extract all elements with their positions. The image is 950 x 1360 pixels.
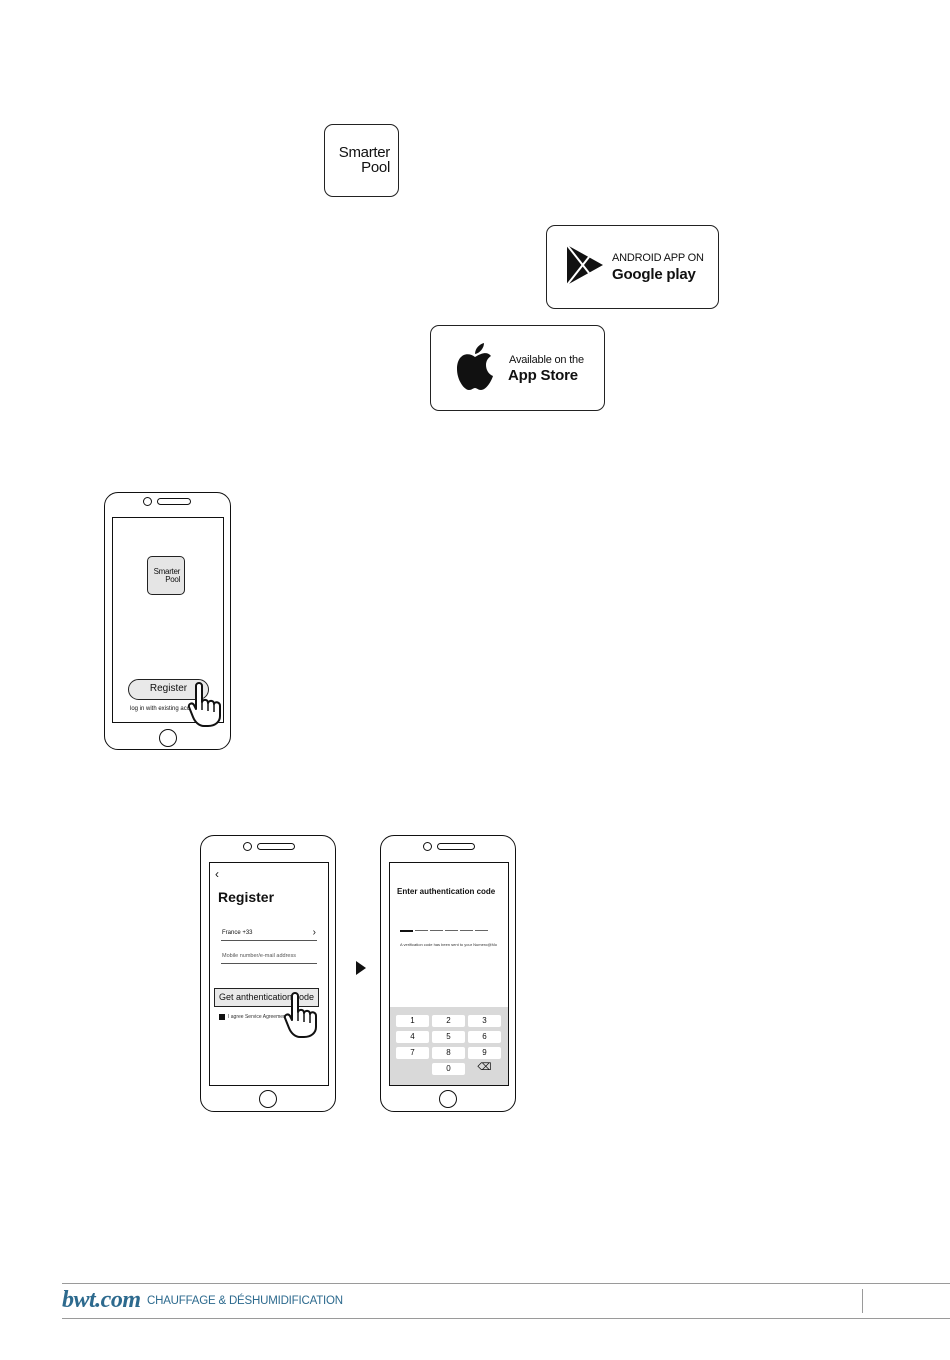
front-camera	[243, 842, 252, 851]
mobile-email-input[interactable]: Mobile number/e-mail address	[221, 951, 317, 964]
auth-title: Enter authentication code	[397, 887, 496, 896]
key-0[interactable]: 0	[432, 1063, 465, 1075]
code-slot	[460, 930, 473, 931]
home-button	[439, 1090, 457, 1108]
phone-register: ‹ Register France +33 › Mobile number/e-…	[200, 835, 336, 1112]
back-chevron-icon[interactable]: ‹	[215, 867, 219, 881]
key-6[interactable]: 6	[468, 1031, 501, 1043]
code-slot	[415, 930, 428, 931]
key-4[interactable]: 4	[396, 1031, 429, 1043]
phone-auth-code: Enter authentication code A verification…	[380, 835, 516, 1112]
agree-text: I agree Service Agreement and	[228, 1014, 297, 1020]
google-play-badge[interactable]: ANDROID APP ON Google play	[546, 225, 719, 309]
apple-badge-small-text: Available on the	[509, 354, 584, 366]
code-slot	[400, 930, 413, 932]
phone-welcome-screen: Smarter Pool Register log in with existi…	[112, 517, 224, 723]
code-slots[interactable]	[400, 930, 492, 933]
footer-bottom-rule	[62, 1318, 950, 1319]
front-camera	[143, 497, 152, 506]
google-badge-big-text: Google play	[612, 266, 696, 283]
mobile-email-placeholder: Mobile number/e-mail address	[222, 953, 296, 959]
apple-badge-big-text: App Store	[508, 367, 578, 384]
country-value: France +33	[222, 930, 253, 936]
speaker	[257, 843, 295, 850]
code-sent-text: A verification code has been sent to you…	[400, 942, 497, 947]
footer-top-rule	[62, 1283, 950, 1284]
key-1[interactable]: 1	[396, 1015, 429, 1027]
key-7[interactable]: 7	[396, 1047, 429, 1059]
footer-divider	[862, 1289, 863, 1313]
speaker	[157, 498, 191, 505]
key-5[interactable]: 5	[432, 1031, 465, 1043]
code-slot	[430, 930, 443, 931]
tap-hand-icon	[187, 682, 221, 727]
code-slot	[475, 930, 488, 931]
country-select[interactable]: France +33 ›	[221, 927, 317, 941]
brand-logo: bwt.com	[62, 1287, 141, 1313]
home-button	[159, 729, 177, 747]
key-3[interactable]: 3	[468, 1015, 501, 1027]
phone-register-screen: ‹ Register France +33 › Mobile number/e-…	[209, 862, 329, 1086]
home-button	[259, 1090, 277, 1108]
apple-icon	[457, 343, 493, 390]
chevron-right-icon: ›	[312, 927, 316, 938]
phone-auth-screen: Enter authentication code A verification…	[389, 862, 509, 1086]
app-tile-label: Smarter Pool	[338, 144, 391, 176]
app-store-badge[interactable]: Available on the App Store	[430, 325, 605, 411]
agree-checkbox[interactable]	[219, 1014, 225, 1020]
register-title: Register	[218, 889, 275, 905]
next-arrow-icon	[356, 961, 366, 975]
numeric-keypad: 1 2 3 4 5 6 7 8 9 0 ⌫	[390, 1007, 508, 1085]
app-tile-label: Smarter Pool	[153, 567, 181, 584]
smarter-pool-app-icon: Smarter Pool	[324, 124, 399, 197]
login-existing-link[interactable]: log in with existing acco	[130, 706, 194, 712]
register-button[interactable]: Register	[128, 679, 209, 700]
key-9[interactable]: 9	[468, 1047, 501, 1059]
key-2[interactable]: 2	[432, 1015, 465, 1027]
front-camera	[423, 842, 432, 851]
key-8[interactable]: 8	[432, 1047, 465, 1059]
footer-tagline: CHAUFFAGE & DÉSHUMIDIFICATION	[147, 1295, 343, 1307]
backspace-icon[interactable]: ⌫	[477, 1062, 492, 1073]
tap-hand-icon	[283, 992, 317, 1038]
code-slot	[445, 930, 458, 931]
google-play-icon	[566, 244, 603, 286]
phone-welcome: Smarter Pool Register log in with existi…	[104, 492, 231, 750]
smarter-pool-app-icon[interactable]: Smarter Pool	[147, 556, 185, 595]
speaker	[437, 843, 475, 850]
google-badge-small-text: ANDROID APP ON	[612, 252, 704, 264]
